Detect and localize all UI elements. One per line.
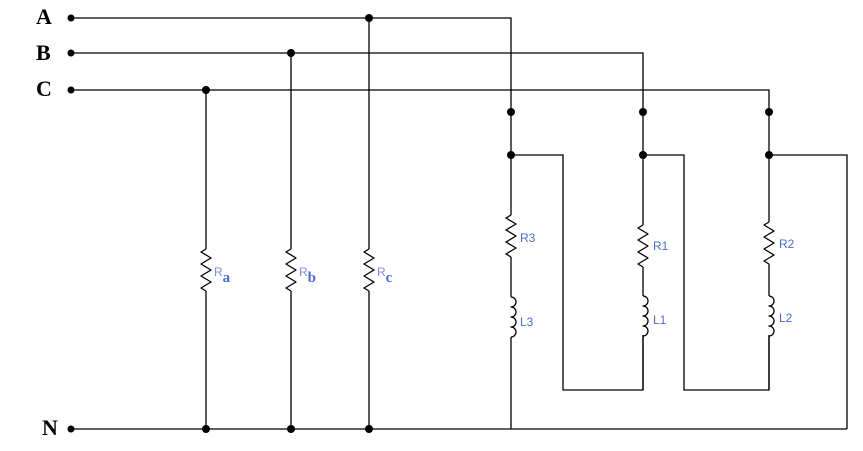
wire-line-b xyxy=(71,52,644,112)
resistor-r3-label: R3 xyxy=(520,231,536,245)
resistor-r2-label: R2 xyxy=(779,237,795,251)
star-load: Ra Rb Rc xyxy=(200,14,393,433)
resistor-rb-label-base: R xyxy=(299,265,308,279)
resistor-ra-label-sub: a xyxy=(223,270,231,286)
resistor-r1 xyxy=(637,224,649,268)
resistor-rc-label: Rc xyxy=(377,265,393,286)
resistor-ra-label: Ra xyxy=(214,265,231,286)
inductor-l3 xyxy=(510,296,517,338)
resistor-ra xyxy=(200,86,212,433)
line-label-n: N xyxy=(42,415,58,440)
resistor-r3 xyxy=(505,214,517,258)
line-label-c: C xyxy=(36,76,52,101)
resistor-rb-label: Rb xyxy=(299,265,316,286)
branch-r2-l2 xyxy=(763,155,775,390)
branch-r1-l1 xyxy=(637,155,649,390)
bus-wires xyxy=(71,17,847,430)
wire-return-1 xyxy=(511,154,644,391)
resistor-rb xyxy=(285,49,297,433)
inductor-l1 xyxy=(642,295,649,337)
wire-line-a xyxy=(71,17,512,112)
inductor-l2 xyxy=(768,295,775,337)
line-label-a: A xyxy=(36,4,52,29)
branch-r3-l3 xyxy=(505,155,517,429)
resistor-rc xyxy=(363,14,375,433)
inductor-l1-label: L1 xyxy=(653,313,667,327)
line-label-b: B xyxy=(36,40,51,65)
wire-return-2 xyxy=(643,154,770,391)
delta-load: R3 L3 R1 L1 R2 L2 xyxy=(505,108,848,429)
wire-line-c xyxy=(71,89,770,112)
resistor-r1-label: R1 xyxy=(653,239,669,253)
inductor-l2-label: L2 xyxy=(779,311,793,325)
resistor-ra-label-base: R xyxy=(214,265,223,279)
resistor-rc-label-sub: c xyxy=(386,270,393,286)
resistor-rc-label-base: R xyxy=(377,265,386,279)
wire-return-3 xyxy=(769,154,848,429)
resistor-r2 xyxy=(763,221,775,265)
resistor-rb-label-sub: b xyxy=(308,270,316,286)
inductor-l3-label: L3 xyxy=(520,315,534,329)
